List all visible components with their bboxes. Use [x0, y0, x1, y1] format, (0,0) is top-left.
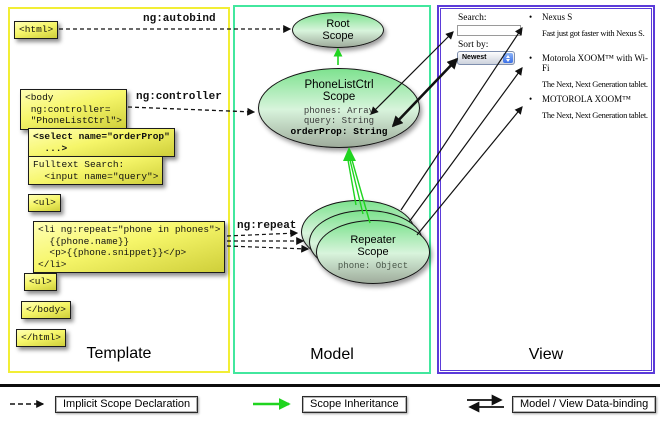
code-box-body-close: </body> — [21, 301, 71, 319]
phone-item-desc: The Next, Next Generation tablet. — [542, 79, 648, 89]
phone-item-title: Nexus S — [542, 12, 573, 22]
model-panel: Model — [233, 5, 431, 374]
select-stepper-icon — [503, 53, 513, 63]
root-scope-ellipse: Root Scope — [292, 12, 384, 48]
code-box-fulltext-search: Fulltext Search: <input name="query"> — [28, 156, 164, 185]
code-box-ul-open: <ul> — [28, 194, 61, 212]
label-ng-repeat: ng:repeat — [237, 220, 297, 232]
template-panel-label: Template — [86, 345, 152, 362]
code-box-li-repeat: <li ng:repeat="phone in phones"> {{phone… — [33, 221, 226, 273]
phone-item-title: MOTOROLA XOOM™ — [542, 94, 631, 104]
code-box-html-close: </html> — [16, 329, 66, 347]
phone-item-title: Motorola XOOM™ with Wi-Fi — [541, 53, 648, 73]
phone-item-desc: Fast just got faster with Nexus S. — [542, 28, 645, 38]
search-label: Search: — [458, 13, 487, 23]
legend-scope-inheritance-label: Scope Inheritance — [302, 396, 407, 413]
model-panel-label: Model — [310, 346, 354, 363]
arrow-up-icon — [506, 54, 510, 58]
repeater-scope-ellipse-front: Repeater Scope phone: Object — [316, 220, 430, 284]
search-input[interactable] — [457, 25, 521, 36]
legend-separator-line — [0, 384, 660, 387]
legend-implicit-scope-label: Implicit Scope Declaration — [55, 396, 199, 413]
root-scope-title: Root Scope — [322, 17, 354, 43]
prop-phone: phone: Object — [337, 260, 409, 271]
sort-select-value: Newest — [462, 54, 487, 61]
sort-select[interactable]: Newest — [457, 51, 515, 65]
phone-list-item: • Nexus S Fast just got faster with Nexus… — [529, 12, 655, 38]
code-box-body-open: <body ng:controller= "PhoneListCtrl"> — [20, 89, 127, 130]
repeater-scope-title: Repeater Scope — [350, 233, 396, 259]
bullet-icon: • — [529, 53, 533, 63]
phone-item-desc: The Next, Next Generation tablet. — [542, 110, 648, 120]
bullet-icon: • — [529, 94, 533, 104]
sort-by-label: Sort by: — [458, 40, 489, 50]
bullet-icon: • — [529, 12, 533, 22]
view-panel-label: View — [528, 346, 564, 363]
code-box-ul-close: <ul> — [24, 273, 57, 291]
phone-list-item: • MOTOROLA XOOM™ The Next, Next Generatio… — [529, 94, 655, 120]
phonelistctrl-scope-props: phones: Array query: String orderProp: S… — [291, 106, 388, 138]
phone-list-item: • Motorola XOOM™ with Wi-Fi The Next, Nex… — [529, 53, 655, 89]
legend-databinding-label: Model / View Data-binding — [512, 396, 657, 413]
label-ng-controller: ng:controller — [136, 91, 222, 103]
prop-phones: phones: Array — [303, 105, 375, 116]
arrow-down-icon — [506, 58, 510, 62]
label-ng-autobind: ng:autobind — [143, 13, 216, 25]
code-box-html-open: <html> — [14, 21, 59, 39]
phonelistctrl-scope-title: PhoneListCtrl Scope — [304, 78, 374, 104]
prop-query: query: String — [303, 116, 375, 127]
prop-orderprop: orderProp: String — [290, 125, 388, 137]
code-box-select: <select name="orderProp" ...> — [28, 128, 175, 157]
phonelistctrl-scope-ellipse: PhoneListCtrl Scope phones: Array query:… — [258, 68, 420, 148]
